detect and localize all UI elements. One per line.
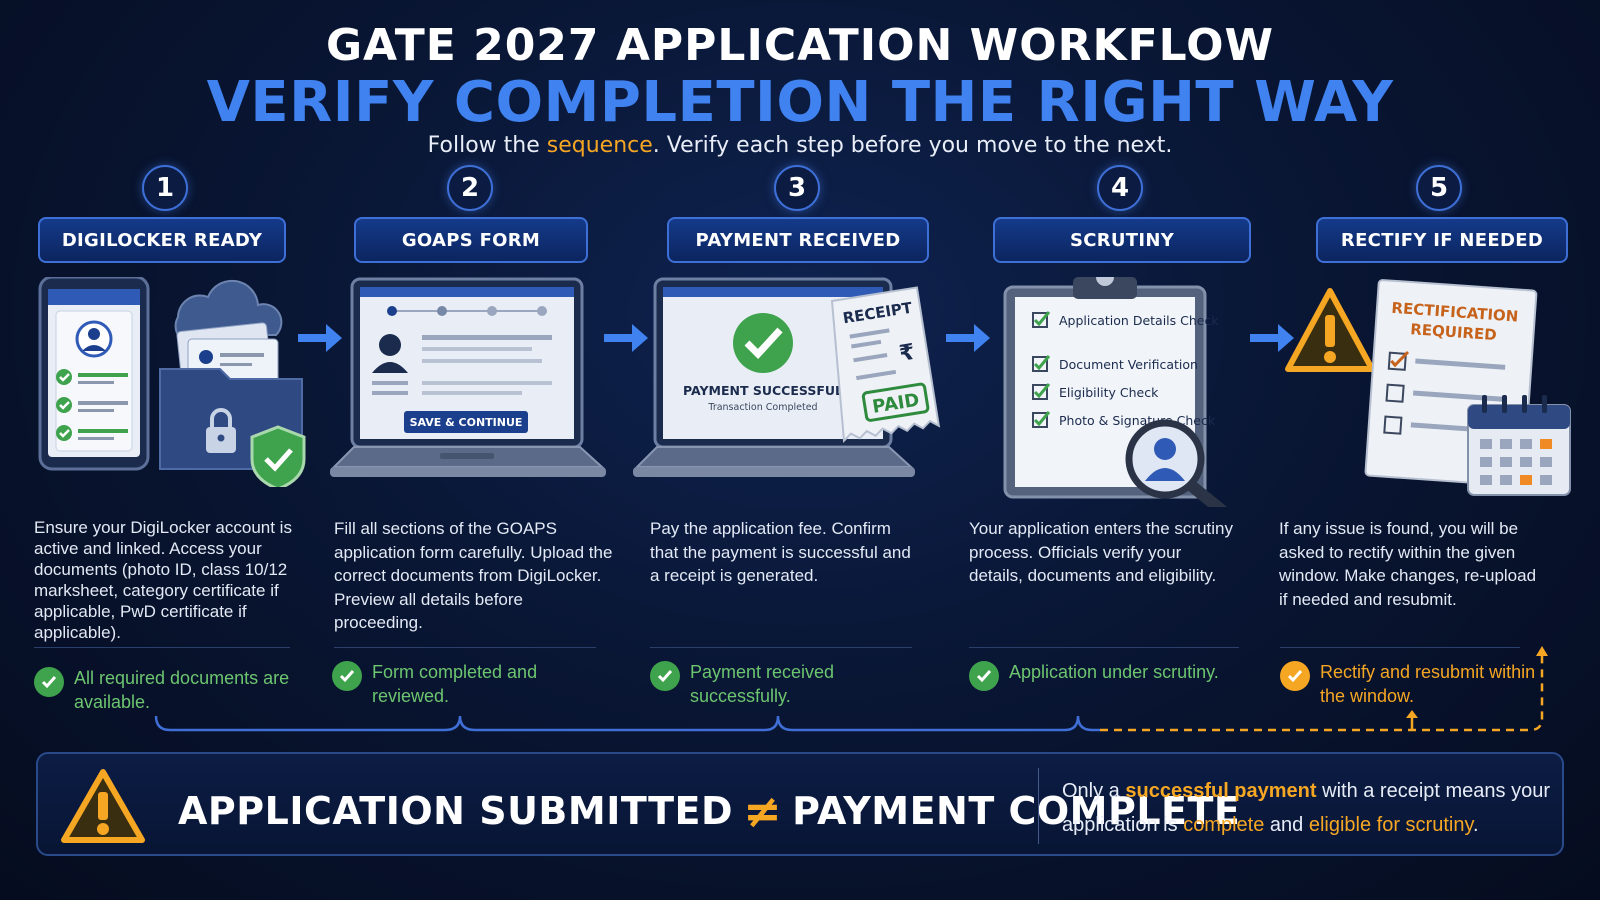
checklist-item-2: Document Verification	[1032, 355, 1198, 372]
payment-success-text: PAYMENT SUCCESSFUL	[683, 383, 843, 398]
step-5-description: If any issue is found, you will be asked…	[1279, 519, 1537, 609]
phone-icon	[38, 277, 150, 471]
step-1-status: All required documents are available.	[34, 666, 296, 714]
checklist-item-2-text: Document Verification	[1059, 357, 1198, 372]
step-3-divider	[650, 647, 912, 648]
banner-note-1: Only a	[1062, 780, 1126, 802]
banner-note-hl1: successful payment	[1125, 780, 1317, 802]
check-circle-icon	[34, 667, 64, 697]
checklist-item-4: Photo & Signature Check	[1032, 411, 1216, 428]
step-5-number: 5	[1416, 165, 1462, 211]
banner-note-hl3: eligible for scrutiny	[1308, 814, 1473, 836]
step-3-description: Pay the application fee. Confirm that th…	[650, 519, 911, 585]
clipboard-scrutiny-illustration: Application Details Check Document Verif…	[1003, 277, 1228, 507]
step-2-divider	[334, 647, 596, 648]
warning-triangle-icon	[1285, 288, 1375, 372]
step-5-divider	[1280, 647, 1520, 648]
checklist-item-1: Application Details Check	[1032, 311, 1219, 328]
save-continue-button: SAVE & CONTINUE	[410, 416, 523, 429]
banner-note-3: and	[1264, 814, 1309, 836]
magnifier-person-icon	[1125, 419, 1228, 507]
laptop-form-illustration: SAVE & CONTINUE	[330, 277, 606, 477]
subtitle-highlight: sequence	[546, 133, 653, 158]
step-2-status: Form completed and reviewed.	[332, 660, 612, 708]
subtitle-post: . Verify each step before you move to th…	[652, 133, 1173, 158]
check-circle-icon	[1280, 661, 1310, 691]
step-4-number: 4	[1097, 165, 1143, 211]
not-equal-icon: ≠	[743, 784, 783, 838]
calendar-icon	[1467, 395, 1571, 496]
step-4-divider	[969, 647, 1239, 648]
banner-separator	[1038, 768, 1039, 844]
step-2-description: Fill all sections of the GOAPS applicati…	[334, 519, 613, 632]
page-headline: VERIFY COMPLETION THE RIGHT WAY	[206, 70, 1394, 135]
laptop-payment-illustration: PAYMENT SUCCESSFUL Transaction Completed…	[633, 277, 941, 477]
step-3-status: Payment received successfully.	[650, 660, 930, 708]
step-5-label: RECTIFY IF NEEDED	[1316, 217, 1568, 263]
step-5-status-text: Rectify and resubmit within the window.	[1320, 662, 1536, 706]
step-3-number: 3	[774, 165, 820, 211]
step-3-label: PAYMENT RECEIVED	[667, 217, 929, 263]
shield-check-icon	[250, 425, 306, 487]
step-2-status-text: Form completed and reviewed.	[372, 662, 538, 706]
step-4-label: SCRUTINY	[993, 217, 1251, 263]
banner-note-hl2: complete	[1183, 814, 1265, 836]
workflow-bracket	[154, 646, 1548, 732]
warning-triangle-icon	[61, 769, 145, 843]
rectification-illustration: RECTIFICATION REQUIRED	[1285, 279, 1571, 496]
check-circle-icon	[332, 661, 362, 691]
banner-note-2: with a receipt means your application is	[1062, 780, 1550, 836]
digilocker-illustration	[38, 277, 306, 487]
warning-banner: APPLICATION SUBMITTED≠PAYMENT COMPLETE O…	[36, 752, 1564, 856]
subtitle-pre: Follow the	[427, 133, 547, 158]
rupee-icon: ₹	[898, 340, 917, 367]
rectification-title-line2: REQUIRED	[1410, 320, 1498, 344]
step-1-description: Ensure your DigiLocker account is active…	[34, 518, 292, 642]
check-circle-icon	[650, 661, 680, 691]
checklist-item-3-text: Eligibility Check	[1059, 385, 1159, 400]
checklist-item-1-text: Application Details Check	[1059, 313, 1219, 328]
step-4-description: Your application enters the scrutiny pro…	[969, 519, 1233, 585]
page-title: GATE 2027 APPLICATION WORKFLOW	[325, 20, 1275, 71]
arrow-right-icon	[298, 324, 342, 352]
step-2-label: GOAPS FORM	[354, 217, 588, 263]
step-3-status-text: Payment received successfully.	[690, 662, 835, 706]
banner-headline: APPLICATION SUBMITTED≠PAYMENT COMPLETE	[178, 784, 1240, 838]
step-1-status-text: All required documents are available.	[74, 668, 290, 712]
banner-note: Only a successful payment with a receipt…	[1062, 774, 1552, 842]
checklist-item-4-text: Photo & Signature Check	[1059, 413, 1216, 428]
step-1-divider	[34, 647, 290, 648]
arrow-right-icon	[946, 324, 990, 352]
step-4-status: Application under scrutiny.	[969, 660, 1249, 691]
step-2-number: 2	[447, 165, 493, 211]
page-subtitle: Follow the sequence. Verify each step be…	[0, 133, 1600, 158]
step-1-number: 1	[142, 165, 188, 211]
step-4-status-text: Application under scrutiny.	[1009, 662, 1219, 682]
arrow-right-icon	[604, 324, 648, 352]
banner-note-4: .	[1472, 814, 1479, 836]
step-5-status: Rectify and resubmit within the window.	[1280, 660, 1540, 708]
banner-left: APPLICATION SUBMITTED	[178, 789, 734, 833]
arrow-right-icon	[1250, 324, 1294, 352]
check-circle-icon	[969, 661, 999, 691]
receipt-icon: RECEIPT ₹ PAID	[830, 286, 941, 444]
checklist-item-3: Eligibility Check	[1032, 383, 1159, 400]
transaction-completed-text: Transaction Completed	[707, 402, 817, 413]
banner-right: PAYMENT COMPLETE	[792, 789, 1241, 833]
step-1-label: DIGILOCKER READY	[38, 217, 286, 263]
